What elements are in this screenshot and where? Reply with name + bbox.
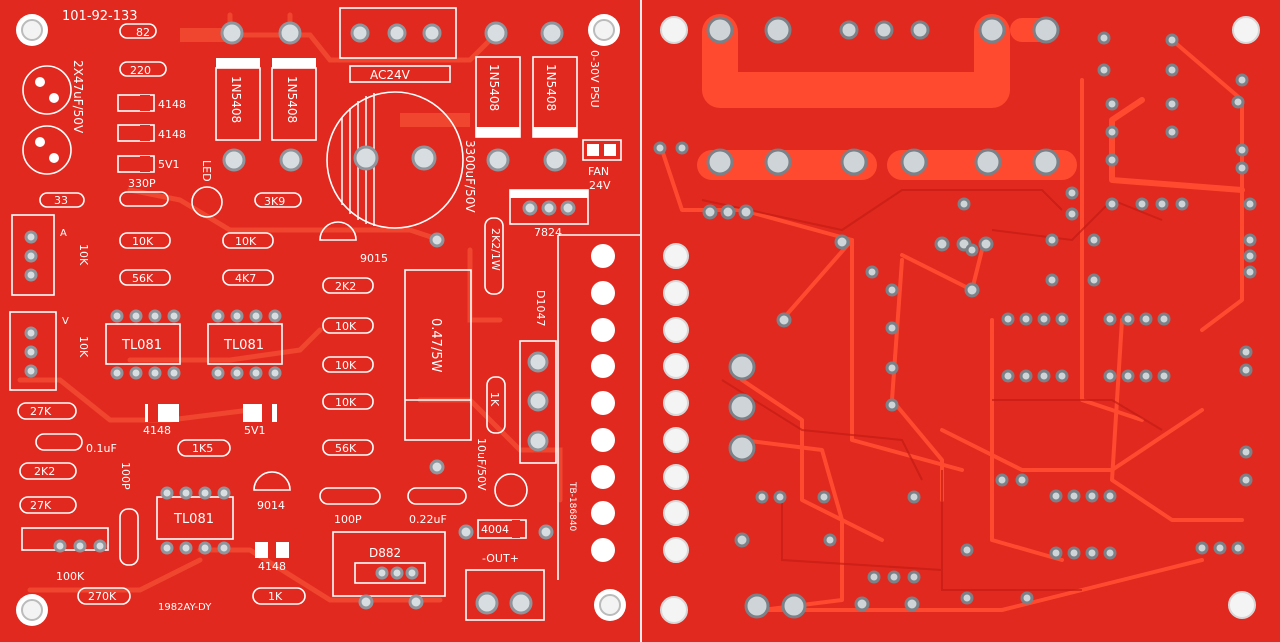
ic3-label: TL081 bbox=[173, 512, 214, 527]
reg7824-label: 7824 bbox=[534, 226, 562, 239]
psu-label: 0-30V PSU bbox=[588, 50, 601, 108]
r100k-label: 100K bbox=[56, 570, 85, 583]
r10k-e-label: 10K bbox=[335, 396, 357, 409]
r1k-a-label: 1K bbox=[488, 392, 501, 407]
board-id-label: 101-92-133 bbox=[62, 9, 138, 24]
r27k-b-label: 27K bbox=[30, 499, 52, 512]
d1047-label: D1047 bbox=[534, 290, 547, 326]
d1n5408d-label: 1N5408 bbox=[544, 64, 558, 111]
d1n5408c-label: 1N5408 bbox=[487, 64, 501, 111]
t9014-label: 9014 bbox=[257, 499, 285, 512]
d882-label: D882 bbox=[369, 546, 401, 560]
c3300-label: 3300uF/50V bbox=[463, 140, 477, 213]
r82-label: 82 bbox=[136, 26, 150, 39]
pcb-back-artwork bbox=[653, 14, 1260, 624]
r10k-b-label: 10K bbox=[235, 235, 257, 248]
r4k7-label: 4K7 bbox=[235, 272, 256, 285]
copper-traces bbox=[660, 14, 1245, 612]
r2k2-5w-label: 2K2/1W bbox=[489, 228, 502, 271]
cap2x47-label: 2X47uF/50V bbox=[71, 60, 85, 134]
r56k-a-label: 56K bbox=[132, 272, 154, 285]
d1n5408b-label: 1N5408 bbox=[285, 76, 299, 123]
c022u-label: 0.22uF bbox=[409, 513, 447, 526]
z5v1a-label: 5V1 bbox=[158, 158, 180, 171]
fan24v-label: 24V bbox=[589, 179, 611, 192]
r10k-a-label: 10K bbox=[132, 235, 154, 248]
pcb-back-side bbox=[642, 0, 1280, 642]
c330p-label: 330P bbox=[128, 177, 156, 190]
r3k9-label: 3K9 bbox=[264, 195, 285, 208]
r2k2-b-label: 2K2 bbox=[34, 465, 55, 478]
tb-label: TB-186840 bbox=[567, 481, 577, 532]
c10u-label: 10uF/50V bbox=[475, 438, 488, 491]
ac24v-label: AC24V bbox=[370, 68, 411, 82]
ic2-label: TL081 bbox=[223, 338, 264, 353]
d4148d-label: 4148 bbox=[258, 560, 286, 573]
t9015-label: 9015 bbox=[360, 252, 388, 265]
d4148b-label: 4148 bbox=[158, 128, 186, 141]
r2k2-a-label: 2K2 bbox=[335, 280, 356, 293]
r10k-d-label: 10K bbox=[335, 359, 357, 372]
ic1-label: TL081 bbox=[121, 338, 162, 353]
r1k-b-label: 1K bbox=[268, 590, 283, 603]
fan-label: FAN bbox=[588, 165, 609, 178]
maker-label: 1982AY-DY bbox=[158, 602, 212, 613]
pot-a-label: A bbox=[60, 228, 67, 239]
c100p-b-label: 100P bbox=[334, 513, 362, 526]
back-pads bbox=[653, 16, 1257, 619]
shunt-label: 0.47/5W bbox=[428, 318, 443, 373]
r270k-label: 270K bbox=[88, 590, 117, 603]
r33-label: 33 bbox=[54, 194, 68, 207]
d4148c-label: 4148 bbox=[143, 424, 171, 437]
front-pads bbox=[24, 21, 576, 615]
z5v1b-label: 5V1 bbox=[244, 424, 266, 437]
pot-v-value-label: 10K bbox=[77, 336, 90, 358]
d1n5408a-label: 1N5408 bbox=[229, 76, 243, 123]
pot-v-label: V bbox=[62, 316, 69, 327]
c01u-label: 0.1uF bbox=[86, 442, 117, 455]
mounting-holes bbox=[16, 14, 626, 626]
led-label: LED bbox=[200, 160, 213, 182]
d4148a-label: 4148 bbox=[158, 98, 186, 111]
pot-a-value-label: 10K bbox=[77, 244, 90, 266]
c100p-a-label: 100P bbox=[119, 462, 132, 490]
r10k-c-label: 10K bbox=[335, 320, 357, 333]
pcb-front-artwork: 101-92-133 82 220 4148 4148 5V1 330P 33 … bbox=[9, 7, 640, 626]
d4004-label: 4004 bbox=[481, 523, 509, 536]
r56k-b-label: 56K bbox=[335, 442, 357, 455]
r27k-a-label: 27K bbox=[30, 405, 52, 418]
edge-holes bbox=[660, 16, 1260, 624]
r1k5-label: 1K5 bbox=[192, 442, 213, 455]
out-label: -OUT+ bbox=[482, 552, 519, 565]
r220-label: 220 bbox=[130, 64, 151, 77]
pcb-front-side: 101-92-133 82 220 4148 4148 5V1 330P 33 … bbox=[0, 0, 640, 642]
